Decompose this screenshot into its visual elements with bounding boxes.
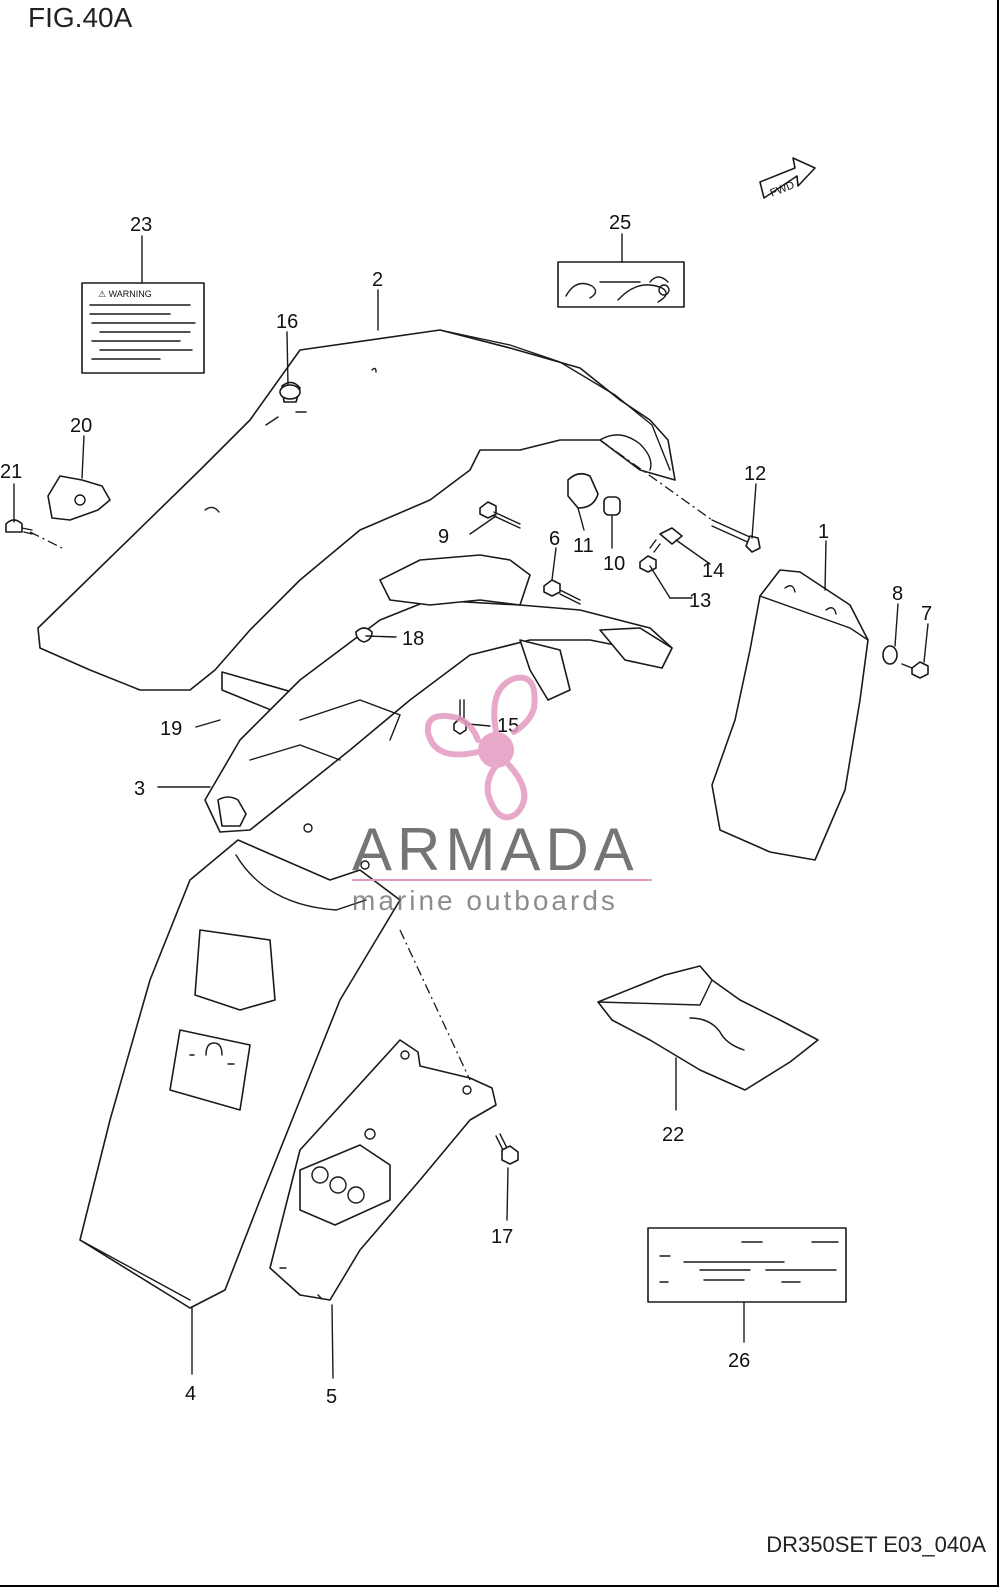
callout-2: 2 bbox=[372, 269, 383, 291]
callout-3: 3 bbox=[134, 778, 145, 800]
callout-23: 23 bbox=[130, 214, 152, 236]
bracket-part-20 bbox=[47, 475, 111, 521]
bolt-part-9 bbox=[479, 501, 521, 529]
rear-fender-lower-part-4 bbox=[79, 839, 401, 1309]
bolt-part-12 bbox=[599, 439, 761, 553]
callout-6: 6 bbox=[549, 528, 560, 550]
bolt-part-6 bbox=[543, 579, 581, 605]
fwd-arrow-icon: FWD bbox=[759, 157, 816, 200]
rubber-damper-part-11 bbox=[567, 472, 599, 509]
callout-19: 19 bbox=[160, 718, 182, 740]
callout-17: 17 bbox=[491, 1226, 513, 1248]
watermark-brand: ARMADA bbox=[352, 816, 639, 883]
callout-10: 10 bbox=[603, 553, 625, 575]
grommet-part-16 bbox=[279, 384, 301, 400]
collar-part-10 bbox=[603, 496, 621, 516]
callout-4: 4 bbox=[185, 1383, 196, 1405]
callout-22: 22 bbox=[662, 1124, 684, 1146]
callout-12: 12 bbox=[744, 463, 766, 485]
callout-5: 5 bbox=[326, 1386, 337, 1408]
screw-part-17 bbox=[399, 929, 519, 1165]
callout-8: 8 bbox=[892, 583, 903, 605]
screw-part-7 bbox=[901, 661, 929, 679]
callout-1: 1 bbox=[818, 521, 829, 543]
callout-21: 21 bbox=[0, 461, 22, 483]
rear-fender-part-2 bbox=[37, 329, 676, 691]
rear-frame-part-3 bbox=[204, 554, 673, 870]
washer-part-8 bbox=[882, 645, 898, 665]
pictogram-label-part-25 bbox=[557, 261, 685, 308]
caution-label-part-26 bbox=[647, 1227, 847, 1303]
callout-16: 16 bbox=[276, 311, 298, 333]
leader-lines bbox=[13, 233, 929, 1379]
watermark-tagline: marine outboards bbox=[352, 885, 618, 916]
callout-20: 20 bbox=[70, 415, 92, 437]
grommet-part-18 bbox=[355, 627, 373, 643]
callout-11: 11 bbox=[573, 535, 594, 557]
license-bracket-part-5 bbox=[269, 1039, 497, 1301]
watermark: ARMADA marine outboards bbox=[352, 674, 652, 916]
mud-flap-part-1 bbox=[711, 569, 869, 861]
callout-18: 18 bbox=[402, 628, 424, 650]
drawing-code: DR350SET E03_040A bbox=[766, 1532, 986, 1557]
callout-7: 7 bbox=[921, 603, 932, 625]
warning-label-part-23: ⚠ WARNING bbox=[81, 282, 205, 374]
callout-numbers: 1 2 3 4 5 6 7 8 9 10 11 12 13 14 15 16 1… bbox=[0, 212, 932, 1408]
callout-9: 9 bbox=[438, 526, 449, 548]
callout-26: 26 bbox=[728, 1350, 750, 1372]
callout-25: 25 bbox=[609, 212, 631, 234]
screw-part-13 bbox=[639, 539, 661, 573]
figure-title: FIG.40A bbox=[28, 2, 133, 33]
tool-pouch-part-22 bbox=[597, 965, 819, 1091]
callout-14: 14 bbox=[702, 560, 724, 582]
callout-13: 13 bbox=[689, 590, 711, 612]
propeller-icon bbox=[424, 674, 538, 821]
warning-label-heading: ⚠ WARNING bbox=[98, 289, 152, 299]
screw-part-21 bbox=[5, 519, 63, 549]
